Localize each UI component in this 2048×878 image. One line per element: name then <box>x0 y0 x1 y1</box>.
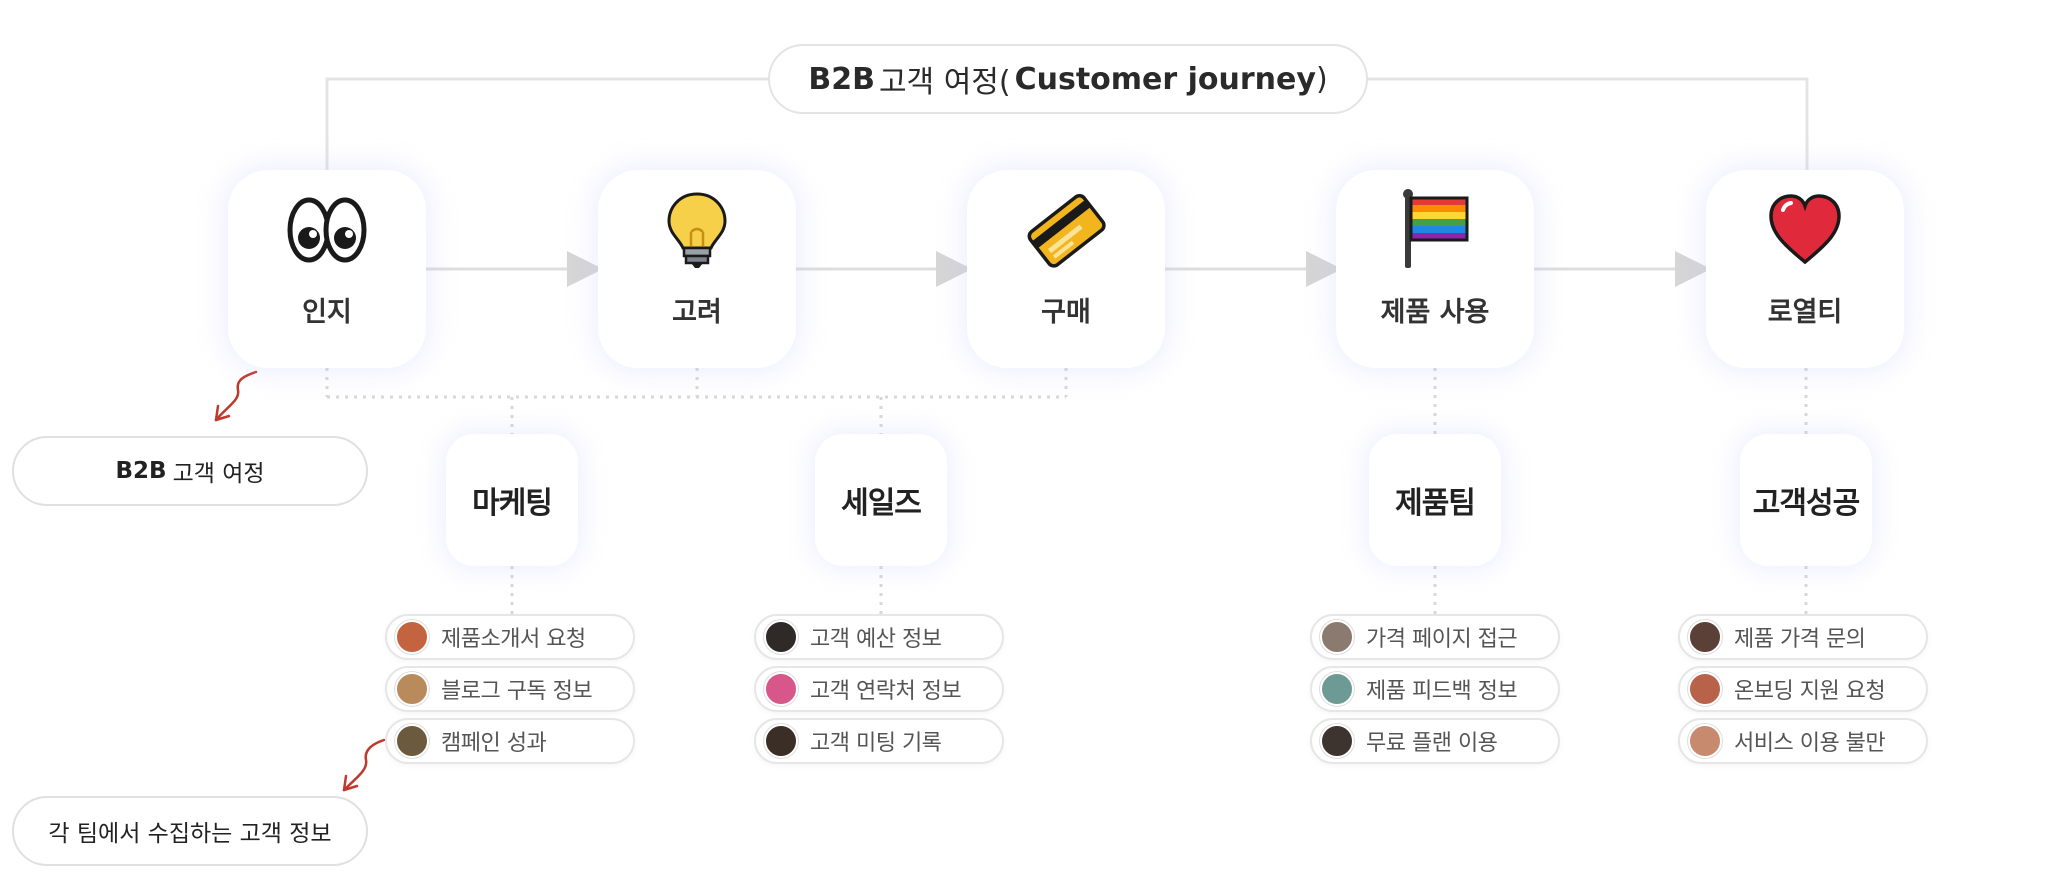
annotation-journey-rest: 고객 여정 <box>172 461 265 487</box>
journey-title-middle: 고객 여정( <box>878 65 1011 100</box>
info-item-product-2: 제품 피드백 정보 <box>1310 666 1560 712</box>
annotation-teams-info-label: 각 팀에서 수집하는 고객 정보 <box>12 796 368 866</box>
info-item-sales-1: 고객 예산 정보 <box>754 614 1004 660</box>
team-card-product: 제품팀 <box>1369 434 1501 566</box>
avatar <box>1688 620 1722 654</box>
team-label-customer-success: 고객성공 <box>1752 486 1860 521</box>
stage-card-awareness: 인지 <box>228 170 426 368</box>
info-item-text: 캠페인 성과 <box>441 731 547 756</box>
avatar <box>1688 724 1722 758</box>
stage-label-loyalty: 로열티 <box>1767 297 1843 328</box>
info-item-marketing-1: 제품소개서 요청 <box>385 614 635 660</box>
rainbow-flag-icon <box>1403 189 1469 268</box>
annotation-teams-info-text: 각 팀에서 수집하는 고객 정보 <box>48 821 332 847</box>
team-label-marketing: 마케팅 <box>472 486 553 521</box>
avatar <box>764 672 798 706</box>
avatar <box>1320 724 1354 758</box>
stage-card-loyalty: 로열티 <box>1706 170 1904 368</box>
annotation-journey-bold: B2B <box>115 458 167 484</box>
journey-title-close: ) <box>1315 61 1328 97</box>
info-item-product-3: 무료 플랜 이용 <box>1310 718 1560 764</box>
team-label-product: 제품팀 <box>1395 486 1476 521</box>
info-item-text: 제품소개서 요청 <box>441 627 586 652</box>
red-arrow-teams <box>342 738 386 792</box>
team-label-sales: 세일즈 <box>841 486 922 521</box>
avatar <box>395 724 429 758</box>
avatar <box>395 620 429 654</box>
journey-title-suffix: Customer journey <box>1014 61 1316 97</box>
stage-card-consideration: 고려 <box>598 170 796 368</box>
info-item-marketing-2: 블로그 구독 정보 <box>385 666 635 712</box>
avatar <box>764 724 798 758</box>
info-item-marketing-3: 캠페인 성과 <box>385 718 635 764</box>
title-bracket-right <box>1368 77 1809 170</box>
info-item-text: 무료 플랜 이용 <box>1366 731 1498 756</box>
team-card-marketing: 마케팅 <box>446 434 578 566</box>
info-item-text: 고객 예산 정보 <box>810 627 942 652</box>
info-item-product-1: 가격 페이지 접근 <box>1310 614 1560 660</box>
info-item-sales-3: 고객 미팅 기록 <box>754 718 1004 764</box>
title-bracket-left <box>325 77 768 170</box>
info-item-text: 서비스 이용 불만 <box>1734 731 1886 756</box>
light-bulb-icon <box>667 192 727 268</box>
info-item-sales-2: 고객 연락처 정보 <box>754 666 1004 712</box>
avatar <box>764 620 798 654</box>
info-item-text: 고객 미팅 기록 <box>810 731 942 756</box>
journey-title-prefix: B2B <box>808 61 875 97</box>
info-item-text: 블로그 구독 정보 <box>441 679 593 704</box>
journey-title: B2B 고객 여정( Customer journey ) <box>768 44 1368 114</box>
stage-label-consideration: 고려 <box>672 297 722 328</box>
annotation-journey-label: B2B 고객 여정 <box>12 436 368 506</box>
info-item-text: 제품 피드백 정보 <box>1366 679 1518 704</box>
stage-label-product-use: 제품 사용 <box>1380 297 1490 328</box>
avatar <box>1320 672 1354 706</box>
avatar <box>1688 672 1722 706</box>
info-item-text: 제품 가격 문의 <box>1734 627 1866 652</box>
team-card-sales: 세일즈 <box>815 434 947 566</box>
info-item-text: 가격 페이지 접근 <box>1366 627 1518 652</box>
credit-card-icon <box>1027 193 1106 268</box>
info-item-success-2: 온보딩 지원 요청 <box>1678 666 1928 712</box>
avatar <box>395 672 429 706</box>
team-card-customer-success: 고객성공 <box>1740 434 1872 566</box>
heart-icon <box>1769 194 1841 265</box>
info-item-success-1: 제품 가격 문의 <box>1678 614 1928 660</box>
info-item-text: 온보딩 지원 요청 <box>1734 679 1886 704</box>
eyes-icon <box>287 197 367 263</box>
avatar <box>1320 620 1354 654</box>
stage-label-purchase: 구매 <box>1041 297 1091 328</box>
stage-label-awareness: 인지 <box>302 297 352 328</box>
stage-card-purchase: 구매 <box>967 170 1165 368</box>
info-item-text: 고객 연락처 정보 <box>810 679 962 704</box>
info-item-success-3: 서비스 이용 불만 <box>1678 718 1928 764</box>
red-arrow-journey <box>214 370 258 422</box>
stage-card-product-use: 제품 사용 <box>1336 170 1534 368</box>
